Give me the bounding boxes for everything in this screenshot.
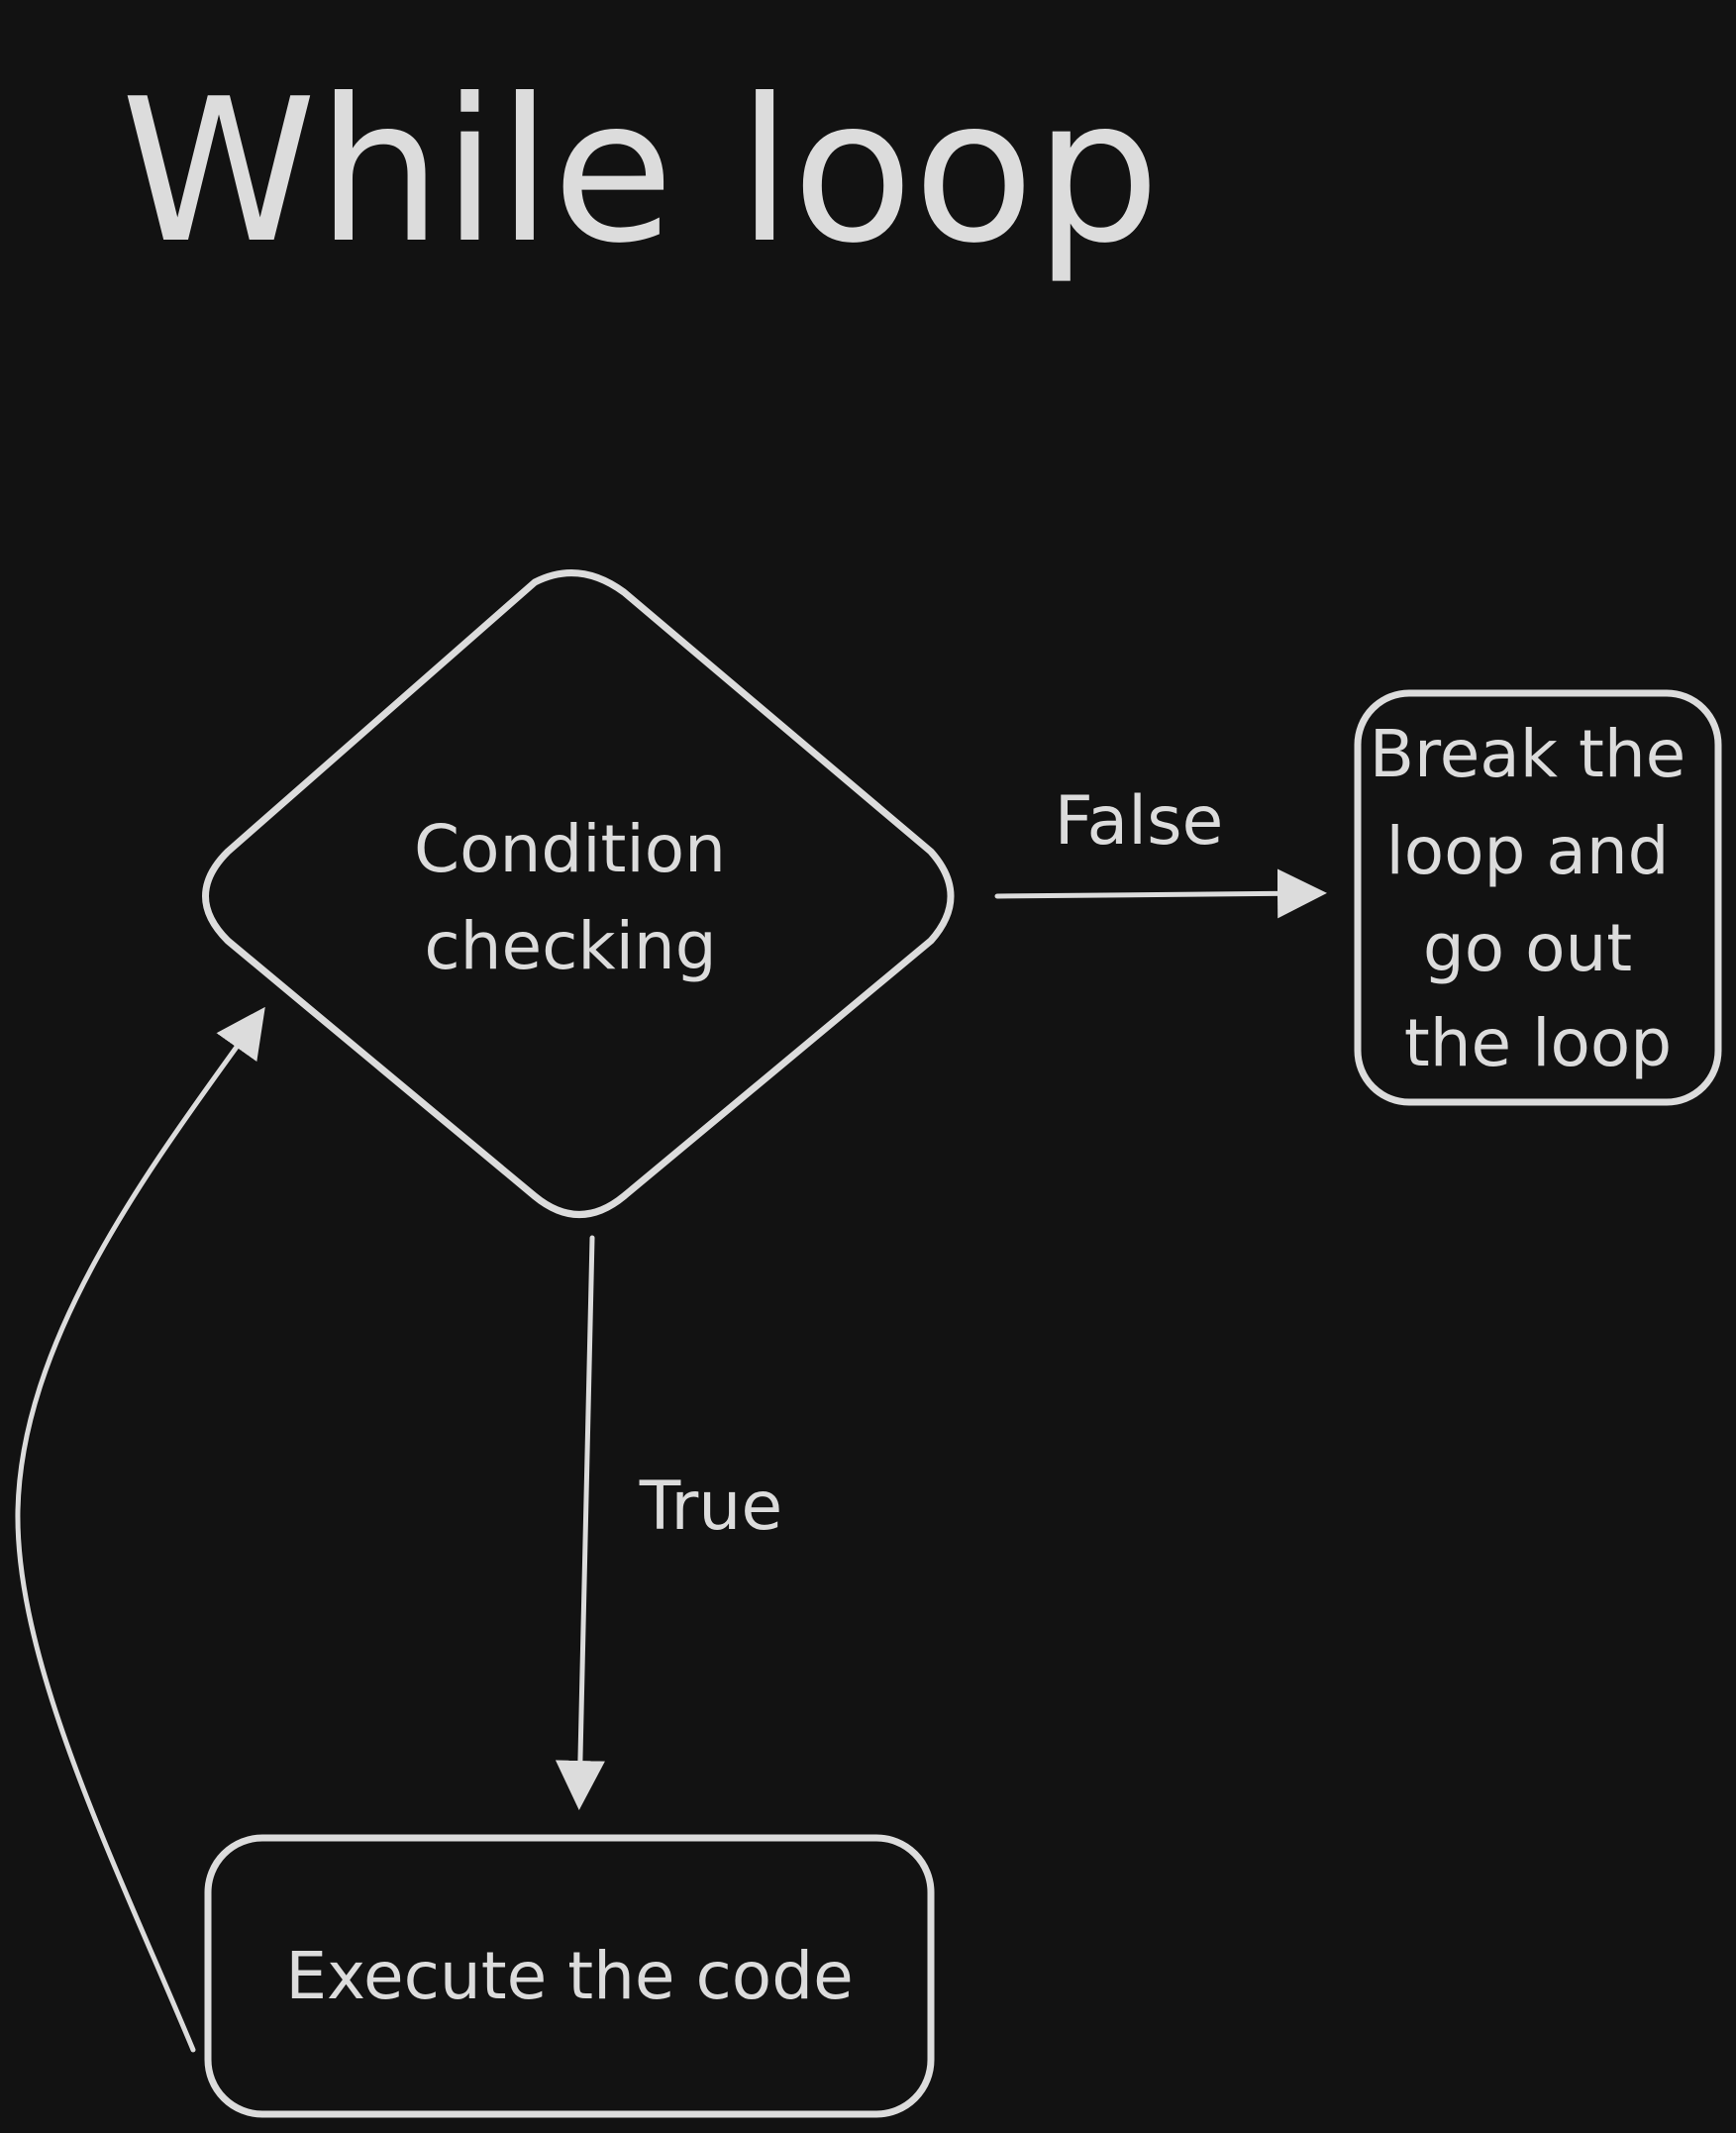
break-loop-label: Break the loop and go out the loop [1370,716,1707,1081]
true-edge-label: True [639,1468,782,1546]
break-label-line-1: Break the [1370,716,1686,792]
break-label-line-2: loop and [1385,813,1669,889]
execute-code-box [204,1834,935,2118]
false-edge-label: False [1055,782,1224,861]
true-arrow [555,1235,605,1810]
condition-label-line-2: checking [424,908,716,984]
break-label-line-3: go out [1423,910,1632,986]
condition-label: Condition checking [414,811,747,984]
break-loop-box [1354,689,1722,1106]
false-arrow [994,868,1327,919]
condition-label-line-1: Condition [414,811,726,887]
break-label-line-4: the loop [1404,1005,1672,1081]
diagram-title: While loop [121,56,1161,287]
loop-back-arrow [15,1006,265,2053]
condition-diamond [202,569,955,1218]
execute-code-label: Execute the code [285,1938,853,2014]
